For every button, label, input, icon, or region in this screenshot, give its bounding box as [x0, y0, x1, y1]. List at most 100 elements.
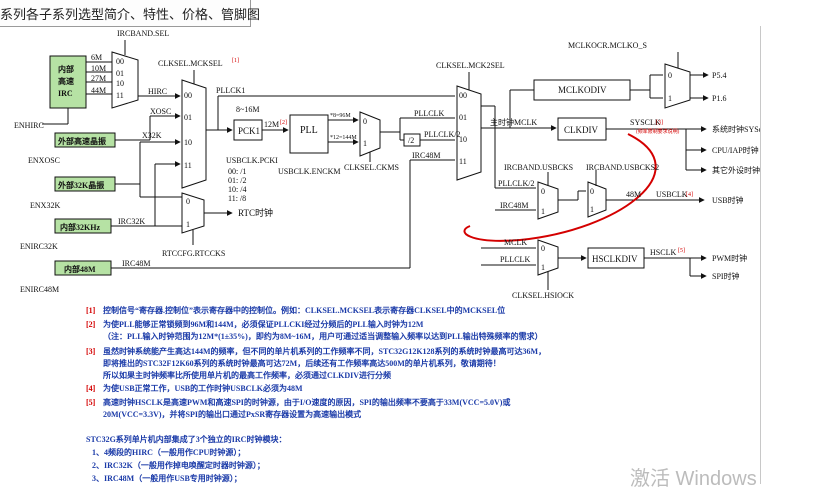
div2-label: /2 — [408, 136, 414, 145]
hsclkdiv-label: HSCLKDIV — [592, 254, 638, 264]
note-3: 虽然时钟系统能产生高达144M的频率，但不同的单片机系列的工作频率不同，STC3… — [103, 346, 546, 356]
int-32k-label: 内部32KHz — [60, 222, 100, 232]
ext-hs-osc-label: 外部高速晶振 — [58, 136, 106, 146]
mck2sel-mux — [456, 85, 482, 181]
div-opt-1: 00: /1 — [228, 167, 246, 176]
mux1-label-01: 01 — [116, 69, 124, 78]
hsclk-label: HSCLK — [650, 248, 676, 257]
pwm-clock-label: PWM时钟 — [712, 253, 747, 263]
usbclk-pcki-label: USBCLK.PCKI — [226, 156, 278, 165]
mcksel-mux — [181, 79, 207, 189]
x32k-label: X32K — [142, 131, 162, 140]
periph-clock-label: 其它外设时钟 — [712, 165, 760, 175]
mux1-label-10: 10 — [116, 79, 124, 88]
mck2-01: 01 — [459, 113, 467, 122]
footer-item-3: 3、IRC48M（一般用作USB专用时钟源）； — [92, 473, 242, 484]
note-mark-2: [2] — [86, 320, 96, 329]
title-bar: 系列各子系列选型简介、特性、价格、管脚图 — [0, 0, 260, 27]
mcksel-10: 10 — [184, 138, 192, 147]
pll-block — [289, 114, 329, 154]
p16-label: P1.6 — [712, 94, 726, 103]
main-clock-label: 主时钟MCLK — [490, 117, 537, 127]
freq-6m: 6M — [91, 53, 102, 62]
mcksel-00: 00 — [184, 91, 192, 100]
pll-144m-label: *12=144M — [330, 135, 357, 141]
ircband-sel-label: IRCBAND.SEL — [117, 29, 169, 38]
note-3c: 所以如果主时钟频率比所使用单片机的最高工作频率，必须通过CLKDIV进行分频 — [102, 370, 391, 380]
spi-clock-label: SPI时钟 — [712, 271, 740, 281]
clock-tree-diagram: 内部 高速 IRC 6M 10M 27M 44M 00 01 10 11 IRC… — [14, 29, 760, 484]
xosc-label: XOSC — [150, 107, 171, 116]
pll-label: PLL — [300, 125, 318, 136]
irc48m-label: IRC48M — [122, 259, 150, 268]
irc-line-1: 内部 — [58, 64, 74, 74]
rtccfg-label: RTCCFG.RTCCKS — [162, 249, 225, 258]
usbclk-enckm-label: USBCLK.ENCKM — [278, 167, 340, 176]
mux1-label-11: 11 — [116, 91, 124, 100]
ckms-1: 1 — [363, 139, 367, 148]
usb-clock-label: USB时钟 — [712, 195, 744, 205]
irc48m-mux-label: IRC48M — [412, 151, 440, 160]
enirc48m-label: ENIRC48M — [20, 285, 59, 294]
fn2-mark: [2] — [280, 120, 287, 126]
note-mark-4: [4] — [86, 384, 96, 393]
note-3b: 即将推出的STC32F12K60系列的系统时钟最高可达72M，后续还有工作频率高… — [103, 358, 501, 368]
irc-band-mux — [111, 51, 139, 109]
clksel-mck2sel-label: CLKSEL.MCK2SEL — [436, 61, 505, 70]
footer-heading: STC32G系列单片机内部集成了3个独立的IRC时钟模块： — [86, 434, 286, 444]
hsiock-1: 1 — [541, 263, 545, 272]
mux1-label-00: 00 — [116, 57, 124, 66]
usb-irc48m-label: IRC48M — [500, 201, 528, 210]
irc-line-3: IRC — [58, 89, 73, 98]
irc32k-label: IRC32K — [118, 217, 145, 226]
note-mark-3: [3] — [86, 347, 96, 356]
mck2-11: 11 — [459, 157, 467, 166]
hsiock-mux — [537, 239, 559, 276]
usbcks-mux — [537, 181, 559, 220]
usb-pllclk2-label: PLLCLK/2 — [498, 179, 534, 188]
ext-32k-osc-label: 外部32K晶振 — [58, 180, 104, 190]
pll-96m-label: *8=96M — [330, 113, 351, 119]
clksel-hsiock-label: CLKSEL.HSIOCK — [512, 291, 574, 300]
rtc-mux-0: 0 — [186, 197, 190, 206]
pllck1-label: PLLCK1 — [216, 86, 245, 95]
enxosc-label: ENXOSC — [28, 156, 60, 165]
freq-27m: 27M — [91, 74, 106, 83]
hsiock-0: 0 — [541, 244, 545, 253]
footer-item-2: 2、IRC32K（一般用作掉电唤醒定时器时钟源）； — [92, 460, 265, 471]
rtc-mux-1: 1 — [186, 220, 190, 229]
document-frame: 内部 高速 IRC 6M 10M 27M 44M 00 01 10 11 IRC… — [0, 26, 761, 484]
usb-48m-label: 48M — [626, 190, 641, 199]
freq-10m: 10M — [91, 64, 106, 73]
div-opt-2: 01: /2 — [228, 176, 246, 185]
mck2-00: 00 — [459, 91, 467, 100]
fn5-mark: [5] — [678, 248, 685, 254]
internal-irc-box — [49, 55, 87, 109]
note-4: 为使USB正常工作，USB的工作时钟USBCLK必须为48M — [103, 383, 303, 393]
cpu-clock-label: CPU/IAP时钟 — [712, 145, 759, 155]
usbcks-0: 0 — [541, 187, 545, 196]
div-opt-4: 10: /4 — [228, 185, 246, 194]
pllclk-2-label: PLLCLK/2 — [424, 130, 460, 139]
fn1-mark: [1] — [232, 58, 239, 64]
range-label: 8~16M — [236, 105, 259, 114]
rtc-mux — [181, 192, 205, 234]
usbcks2-0: 0 — [590, 187, 594, 196]
mclkocr-label: MCLKOCR.MCLKO_S — [568, 41, 647, 50]
usbcks2-mux — [587, 181, 607, 218]
ircband-usbcks2-label: IRCBAND.USBCKS2 — [586, 163, 659, 172]
mcksel-11: 11 — [184, 161, 192, 170]
rtc-clock-label: RTC时钟 — [238, 207, 273, 218]
note-1: 控制信号“寄存器.控制位”表示寄存器中的控制位。例如：CLKSEL.MCKSEL… — [103, 305, 505, 315]
clkdiv-label: CLKDIV — [564, 125, 598, 135]
ckms-mux — [359, 111, 381, 157]
pll-input-12m: 12M — [264, 120, 279, 129]
int-48m-label: 内部48M — [64, 264, 96, 274]
note-mark-1: [1] — [86, 306, 96, 315]
enhirc-label: ENHIRC — [14, 121, 44, 130]
clksel-ckms-label: CLKSEL.CKMS — [344, 163, 399, 172]
enx32k-label: ENX32K — [30, 201, 60, 210]
mclko-0: 0 — [668, 71, 672, 80]
footer-item-1: 1、4频段的HIRC（一般用作CPU时钟源）； — [92, 447, 245, 458]
sysclk-label: SYSCLK — [630, 118, 661, 127]
